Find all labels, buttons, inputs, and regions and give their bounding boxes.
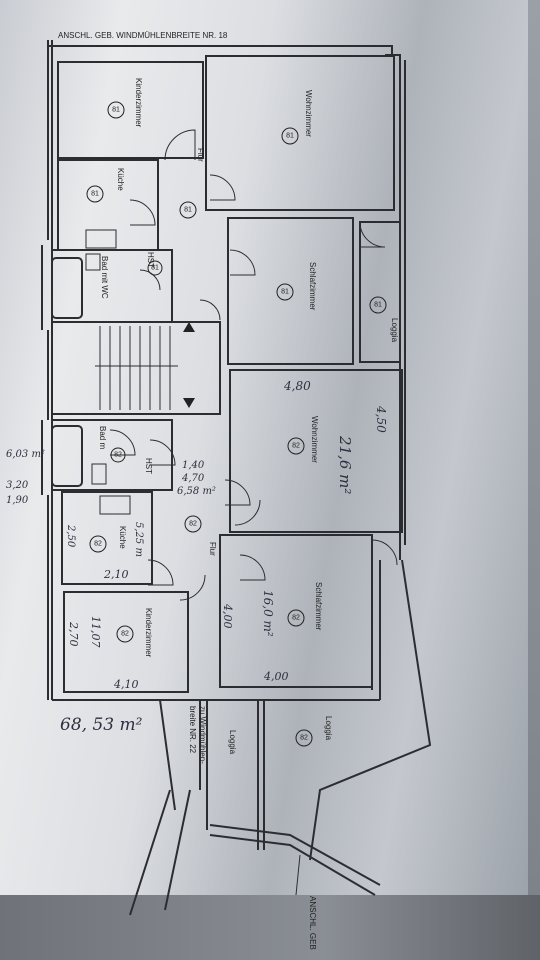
hst-label-81: HST: [146, 252, 155, 268]
table-edge: [528, 0, 540, 960]
hw-kinder-h: 2,70: [67, 621, 80, 647]
svg-text:82: 82: [292, 615, 300, 622]
svg-text:82: 82: [94, 541, 102, 548]
loggia-nr22-label: Loggia: [228, 730, 237, 755]
hw-bad-h: 1,90: [6, 495, 29, 506]
bad-82-label: Bad m: [98, 426, 107, 449]
top-header-label: ANSCHL. GEB. WINDMÜHLENBREITE NR. 18: [58, 31, 228, 40]
svg-text:81: 81: [281, 289, 289, 296]
hw-kinder-w: 4,10: [113, 678, 139, 691]
hw-total-area: 68, 53 m²: [60, 715, 143, 735]
interior-walls: [51, 55, 403, 700]
hst-label-82: HST: [144, 458, 153, 474]
kueche-82-label: Küche: [118, 526, 127, 549]
stove-81: [85, 229, 117, 249]
svg-text:81: 81: [112, 107, 120, 114]
hw-flur-area: 6,58 m²: [177, 486, 216, 497]
zu-windmuehlen-label: zu Windmühlen-: [198, 706, 207, 764]
wohnzimmer-81-label: Wohnzimmer: [304, 90, 313, 137]
hw-schlaf-w: 4,00: [263, 670, 289, 683]
flur-82-label: Flur: [208, 542, 217, 556]
fixtures: [51, 229, 131, 515]
svg-text:81: 81: [184, 207, 192, 214]
svg-text:81: 81: [374, 302, 382, 309]
kueche-82-room: [61, 491, 153, 585]
stair-treads: [95, 326, 178, 410]
toilet-82: [91, 463, 107, 485]
hw-flur-w: 1,40: [182, 460, 205, 471]
svg-text:81: 81: [91, 191, 99, 198]
bathtub-82: [51, 425, 83, 487]
table-surface: [0, 895, 540, 960]
hw-kueche-h: 2,50: [65, 524, 76, 548]
schlafzimmer-81-label: Schlafzimmer: [308, 262, 317, 311]
hw-wohnzimmer-82-length: 4,50: [374, 405, 388, 433]
svg-text:82: 82: [114, 452, 122, 459]
unit-badges-81: 81 81 81 81 81 81 81: [86, 101, 387, 314]
loggia-82-label: Loggia: [324, 716, 333, 741]
wohnzimmer-82-room: [229, 369, 403, 533]
stair-up-arrow: [183, 322, 195, 332]
hw-kinder-area: 11,07: [89, 616, 102, 648]
flur-81-label: Flur: [196, 148, 205, 162]
hw-schlaf-h: 4,00: [221, 603, 234, 629]
staircase: [51, 321, 221, 415]
svg-text:82: 82: [121, 631, 129, 638]
svg-text:81: 81: [286, 133, 294, 140]
loggia-81-label: Loggia: [390, 318, 399, 343]
wohnzimmer-82-label: Wohnzimmer: [310, 416, 319, 463]
unit-badges-82: 82 82 82 82 82 82 82: [89, 437, 313, 747]
kueche-81-room: [57, 159, 159, 251]
hw-kueche-w: 2,10: [103, 568, 129, 581]
svg-text:82: 82: [300, 735, 308, 742]
schlafzimmer-82-label: Schlafzimmer: [314, 582, 323, 631]
stove-82: [99, 495, 131, 515]
kinderzimmer-82-label: Kinderzimmer: [144, 608, 153, 658]
hw-schlaf-area: 16,0 m²: [261, 590, 275, 637]
wohnzimmer-81-room: [205, 55, 395, 211]
loggia-walls-bottom: [129, 559, 432, 916]
hw-kueche-area: 5,25 m: [133, 522, 144, 557]
loggia-81-room: [359, 221, 401, 363]
hw-wohnzimmer-82-width: 4,80: [283, 379, 311, 393]
breite-nr22-label: breite NR. 22: [188, 706, 197, 754]
bathtub-81: [51, 257, 83, 319]
kinderzimmer-81-label: Kinderzimmer: [134, 78, 143, 128]
svg-text:82: 82: [189, 521, 197, 528]
kinderzimmer-81-room: [57, 61, 204, 159]
hw-flur-l: 4,70: [181, 473, 205, 484]
kueche-81-label: Küche: [116, 168, 125, 191]
schlafzimmer-82-room: [219, 534, 373, 688]
bottom-header-label: ANSCHL. GEB: [308, 896, 317, 950]
toilet-81: [85, 253, 101, 271]
bad-81-label: Bad mit WC: [100, 256, 109, 299]
hw-bad-w: 3,20: [6, 480, 29, 491]
svg-text:81: 81: [151, 265, 159, 272]
door-swings: [109, 129, 398, 601]
hw-wohnzimmer-82-area: 21,6 m²: [336, 435, 354, 494]
stair-down-arrow: [183, 398, 195, 408]
kinderzimmer-82-room: [63, 591, 189, 693]
schlafzimmer-81-room: [227, 217, 354, 365]
svg-text:82: 82: [292, 443, 300, 450]
hw-bad-area: 6,03 m²: [6, 449, 45, 460]
